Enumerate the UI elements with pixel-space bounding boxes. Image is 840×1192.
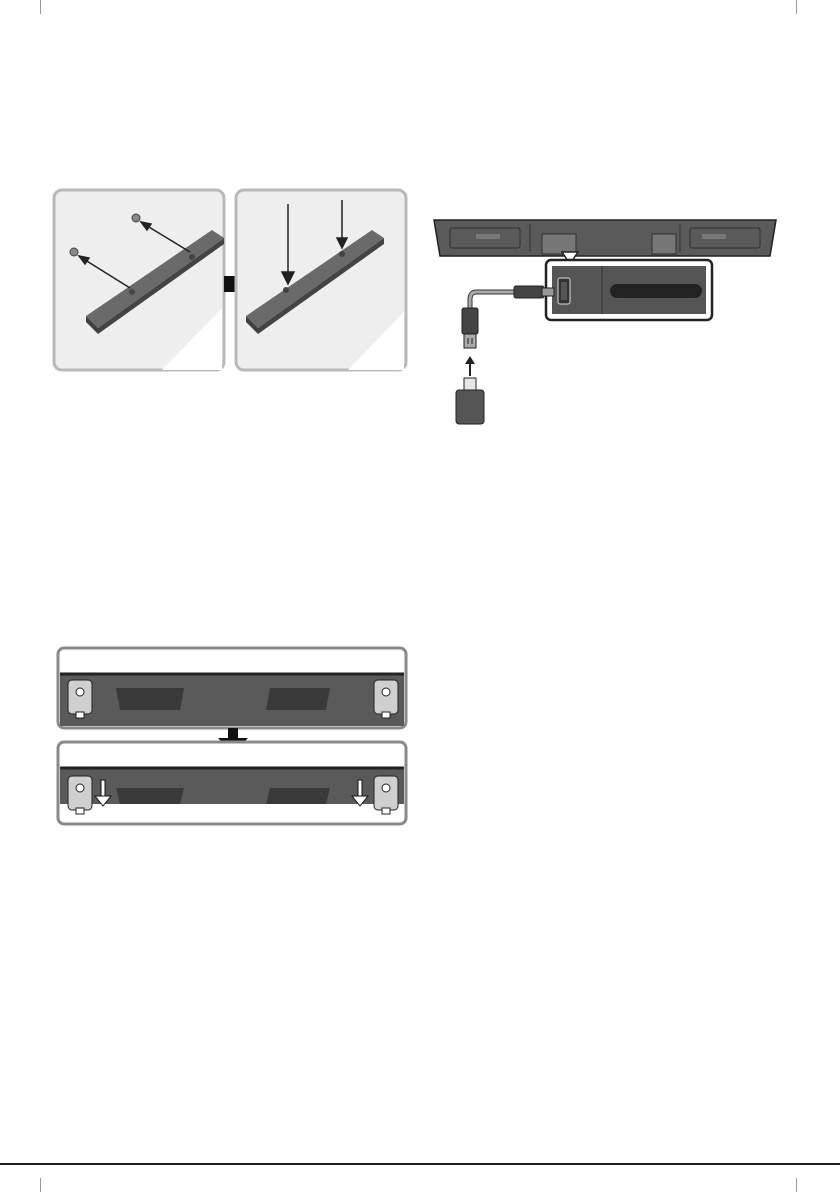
wall-mount-panel-right [236,190,406,370]
soundbar-rear-icon [434,220,776,256]
usb-connection-figure [430,216,780,428]
usb-cable-icon [462,286,554,348]
wall-mount-figure [52,188,408,374]
wall-mount-panel-left [54,190,224,370]
crop-mark-top-left [40,0,41,14]
crop-mark-bottom-left [40,1178,41,1192]
arrow-up-icon [465,356,475,376]
bracket-panel-before [58,648,406,728]
usb-port-icon [558,278,570,304]
bracket-slide-figure [56,646,408,828]
usb-dongle-icon [456,378,484,424]
bracket-panel-after [58,742,406,824]
crop-mark-bottom-right [796,1178,797,1192]
page-bottom-rule [0,1163,840,1165]
port-callout [546,252,712,320]
crop-mark-top-right [796,0,797,14]
